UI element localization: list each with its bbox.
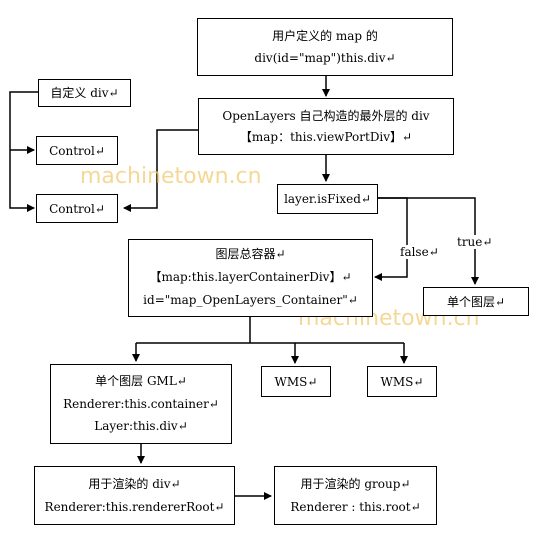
node-text: 自定义 div↵ <box>50 86 119 100</box>
node-text: 【map：this.viewPortDiv】↵ <box>239 130 413 144</box>
node-user-map: 用户定义的 map 的 div(id="map")this.div↵ <box>197 18 453 76</box>
edge-label-false: false↵ <box>398 245 441 259</box>
node-custom-div: 自定义 div↵ <box>38 79 131 107</box>
watermark: machinetown.cn <box>80 164 262 189</box>
edge-isfixed-false <box>374 197 408 281</box>
node-text: id="map_OpenLayers_Container"↵ <box>143 293 358 307</box>
node-text: 单个图层↵ <box>446 295 506 309</box>
node-text: 【map:this.layerContainerDiv】↵ <box>149 270 352 284</box>
node-text: 单个图层 GML↵ <box>95 374 187 388</box>
node-text: 用于渲染的 group↵ <box>300 477 411 491</box>
edge-label-true: true↵ <box>455 235 495 249</box>
node-render-group: 用于渲染的 group↵ Renderer : this.root↵ <box>274 466 437 525</box>
node-text: 用户定义的 map 的 <box>272 29 378 43</box>
node-wms-2: WMS↵ <box>367 366 437 397</box>
node-layer-container: 图层总容器↵ 【map:this.layerContainerDiv】↵ id=… <box>128 239 373 317</box>
node-text: OpenLayers 自己构造的最外层的 div <box>222 109 430 123</box>
edge-isfixed-true <box>378 197 479 285</box>
node-render-div: 用于渲染的 div↵ Renderer:this.rendererRoot↵ <box>34 466 235 525</box>
node-layer-isfixed: layer.isFixed↵ <box>277 184 378 214</box>
node-text: Layer:this.div↵ <box>94 419 188 433</box>
node-text: Control↵ <box>49 144 105 158</box>
node-gml-layer: 单个图层 GML↵ Renderer:this.container↵ Layer… <box>50 364 232 444</box>
node-text: Renderer:this.container↵ <box>63 397 219 411</box>
node-text: 图层总容器↵ <box>215 247 286 261</box>
node-single-layer: 单个图层↵ <box>423 287 529 316</box>
node-text: Control↵ <box>49 202 105 216</box>
node-wms-1: WMS↵ <box>261 366 331 397</box>
node-outer-div: OpenLayers 自己构造的最外层的 div 【map：this.viewP… <box>198 98 454 155</box>
node-text: WMS↵ <box>274 375 318 389</box>
node-text: Renderer:this.rendererRoot↵ <box>44 500 225 514</box>
node-text: 用于渲染的 div↵ <box>88 477 181 491</box>
node-text: Renderer : this.root↵ <box>290 500 421 514</box>
edge-outerdiv-children <box>123 129 198 212</box>
node-control-1: Control↵ <box>36 136 118 165</box>
node-control-2: Control↵ <box>36 194 118 223</box>
node-text: div(id="map")this.div↵ <box>254 51 396 65</box>
node-text: WMS↵ <box>380 375 424 389</box>
node-text: layer.isFixed↵ <box>284 192 371 206</box>
